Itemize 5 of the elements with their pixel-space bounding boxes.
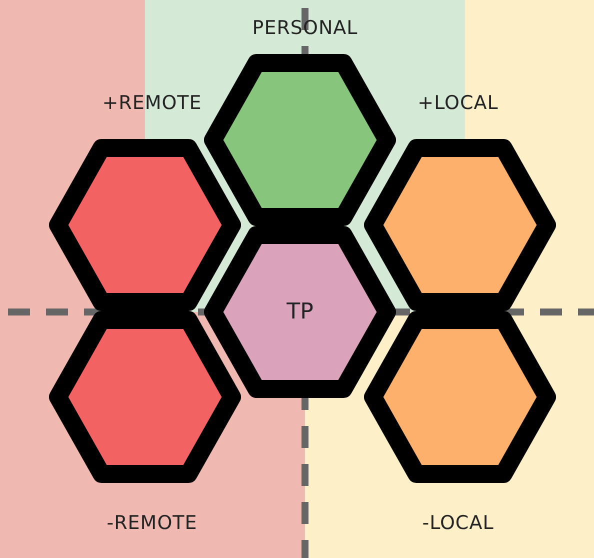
axis-label: -LOCAL	[422, 512, 494, 534]
axis-label: -REMOTE	[106, 512, 198, 534]
axis-label: PERSONAL	[252, 17, 358, 39]
axis-label: +LOCAL	[418, 92, 498, 114]
axis-label: +REMOTE	[102, 92, 202, 114]
